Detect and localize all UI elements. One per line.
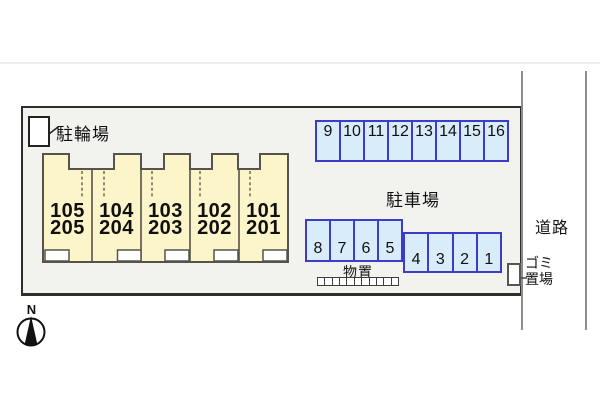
unit-102: 102: [197, 200, 232, 222]
unit-101: 101: [246, 200, 281, 222]
parking-space-3: 3: [427, 234, 451, 271]
storage-cell: [361, 278, 368, 285]
parking-space-6: 6: [353, 221, 377, 260]
parking-space-10: 10: [339, 122, 363, 160]
parking-space-15: 15: [459, 122, 483, 160]
compass-north-label: N: [26, 302, 37, 317]
parking-space-12: 12: [387, 122, 411, 160]
bicycle-parking-label: 駐輪場: [56, 125, 110, 144]
parking-space-11: 11: [363, 122, 387, 160]
parking-row-lower: 4 3 2 1: [403, 232, 502, 273]
unit-201: 201: [246, 217, 281, 239]
entrance-notches: [44, 249, 288, 262]
storage-cell: [346, 278, 353, 285]
storage-cell: [390, 278, 398, 285]
parking-lot-label: 駐車場: [386, 191, 440, 210]
parking-space-2: 2: [451, 234, 476, 271]
parking-space-7: 7: [329, 221, 353, 260]
unit-203: 203: [148, 217, 183, 239]
garbage-area-label: ゴミ 置場: [525, 255, 553, 287]
storage-cell: [339, 278, 346, 285]
unit-104: 104: [99, 200, 134, 222]
parking-row-middle: 8 7 6 5: [305, 219, 403, 262]
compass-icon: [16, 316, 46, 347]
bicycle-leader-line: [48, 126, 59, 135]
unit-205: 205: [50, 217, 85, 239]
parking-space-5: 5: [377, 221, 401, 260]
parking-space-8: 8: [313, 240, 323, 257]
storage-cell: [353, 278, 361, 285]
entry-dashed-lines: [81, 171, 251, 198]
parking-space-14: 14: [435, 122, 459, 160]
storage-label: 物置: [343, 264, 373, 280]
storage-cell: [324, 278, 331, 285]
unit-dividers: [91, 169, 240, 262]
storage-cell: [331, 278, 339, 285]
unit-202: 202: [197, 217, 232, 239]
parking-space-4: 4: [411, 251, 421, 268]
parking-space-16: 16: [483, 122, 507, 160]
road-label: 道路: [535, 220, 570, 237]
storage-cell: [375, 278, 383, 285]
unit-204: 204: [99, 217, 134, 239]
parking-row-top: 9 10 11 12 13 14 15 16: [315, 120, 509, 162]
bicycle-parking-box: [28, 116, 50, 147]
parking-space-13: 13: [411, 122, 435, 160]
unit-103: 103: [148, 200, 183, 222]
garbage-label-line1: ゴミ: [525, 255, 553, 271]
storage-cell: [368, 278, 376, 285]
storage-strip: [317, 277, 399, 286]
parking-space-1: 1: [475, 234, 500, 271]
storage-cell: [383, 278, 390, 285]
unit-105: 105: [50, 200, 85, 222]
garbage-box: [507, 263, 521, 286]
garbage-label-line2: 置場: [525, 271, 553, 287]
parking-space-9: 9: [323, 123, 333, 140]
